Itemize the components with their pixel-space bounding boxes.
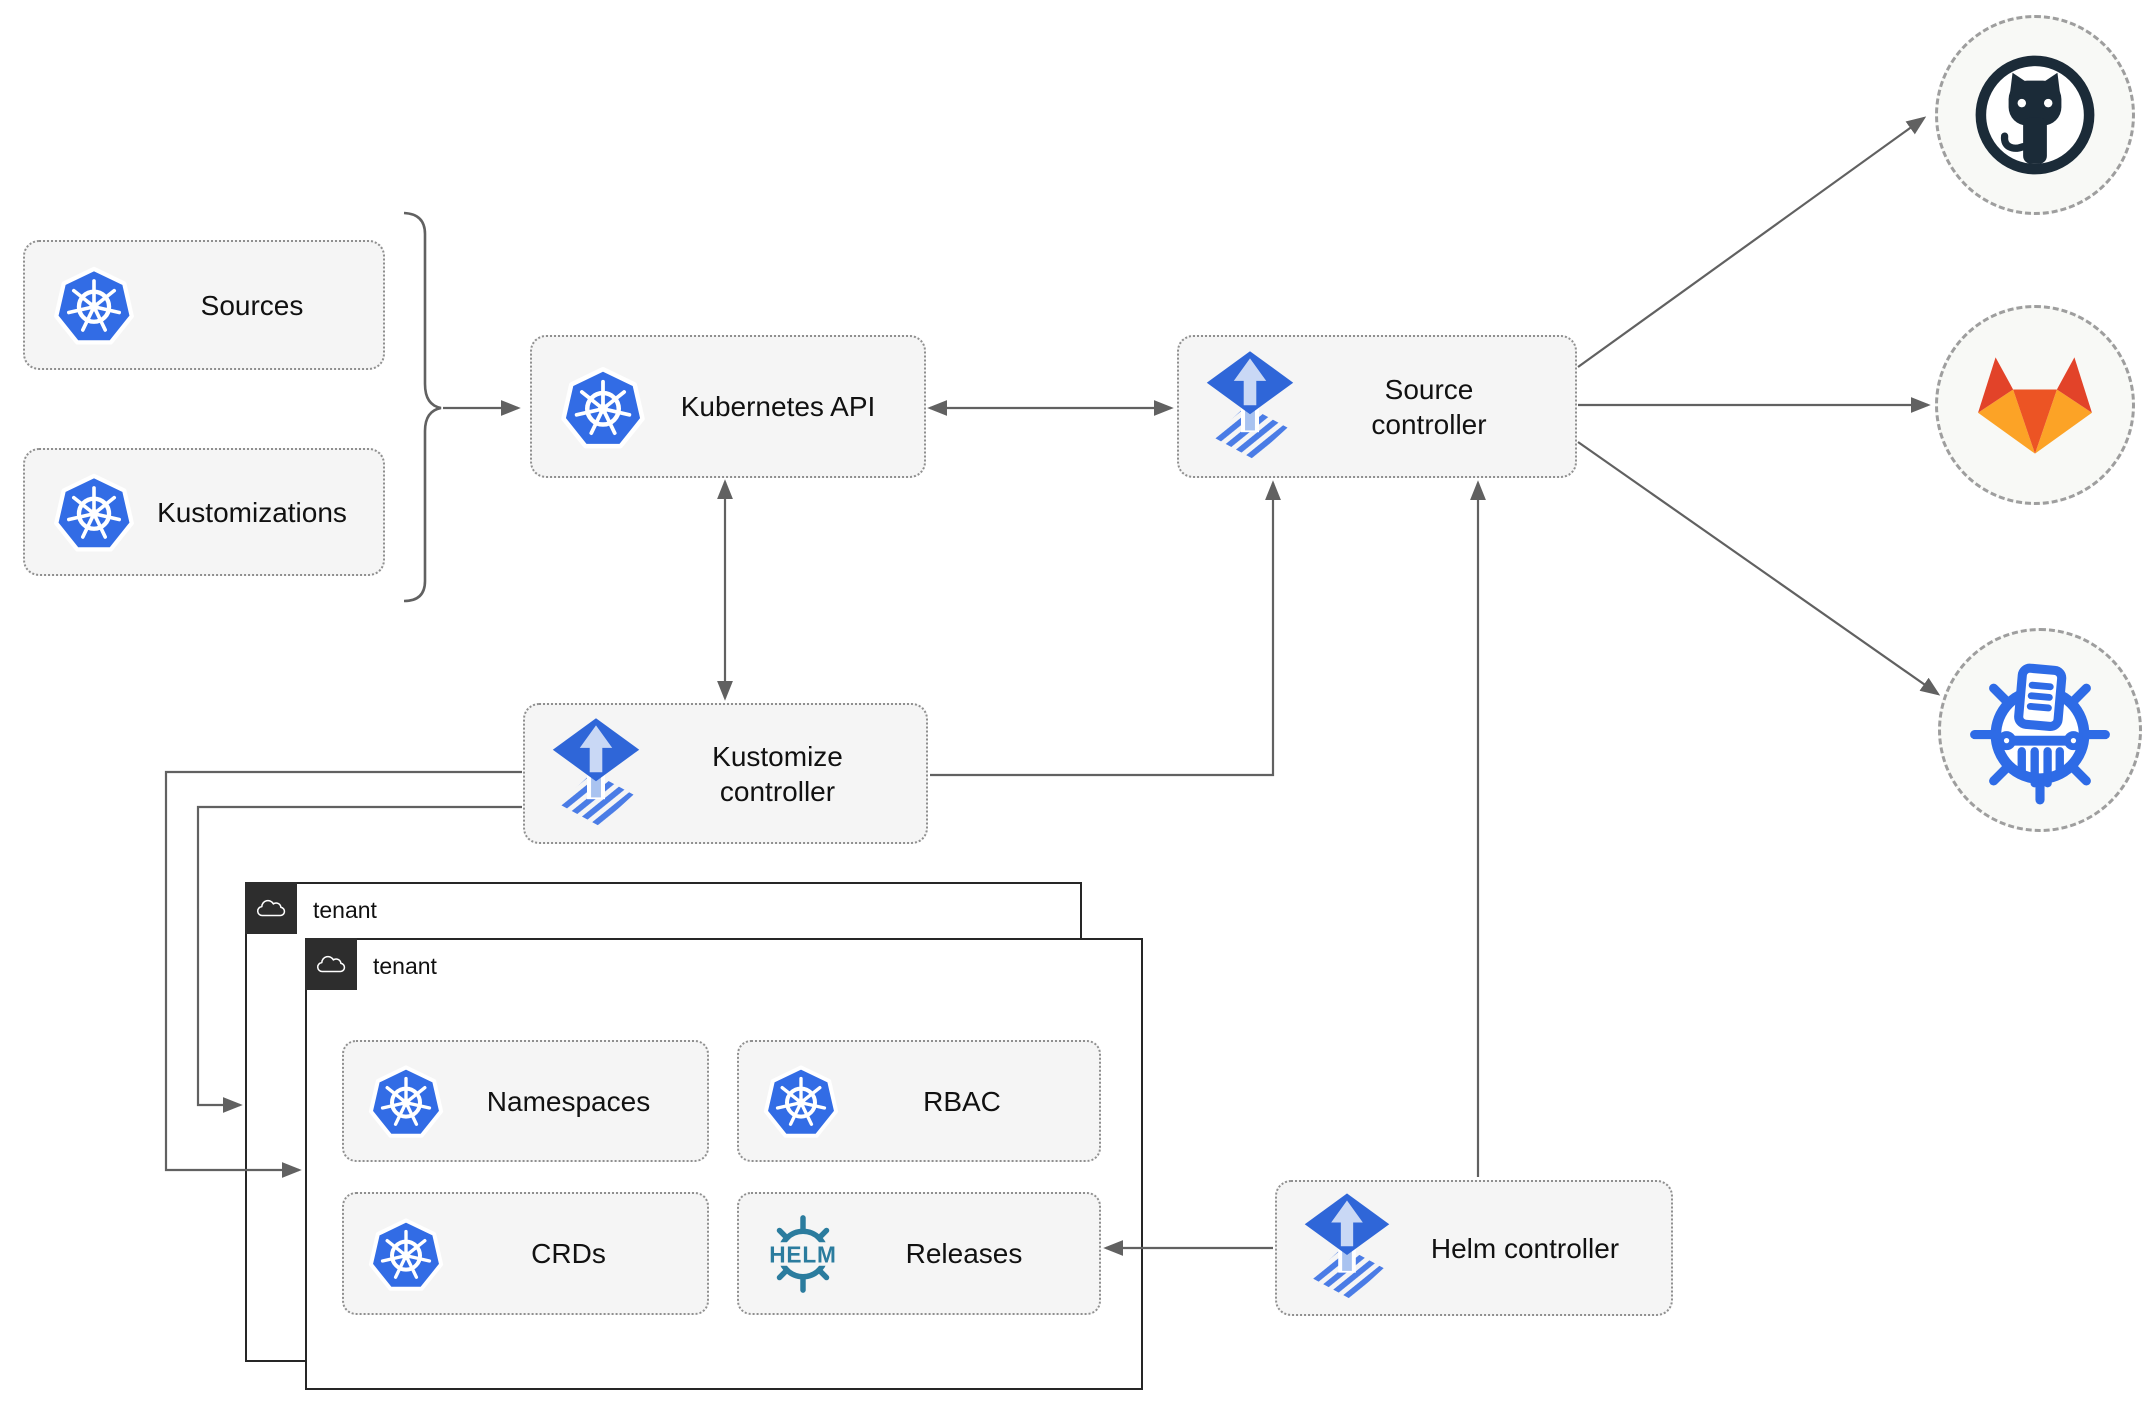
remote-gitlab xyxy=(1935,305,2135,505)
node-helm-controller: Helm controller xyxy=(1275,1180,1673,1316)
node-source-controller: Source controller xyxy=(1177,335,1577,478)
node-label: CRDs xyxy=(531,1238,606,1269)
cloud-icon xyxy=(254,897,288,919)
tenant-corner xyxy=(245,882,297,934)
node-kustomize-controller: Kustomize controller xyxy=(523,703,928,844)
node-kubernetes-api: Kubernetes API xyxy=(530,335,926,478)
github-icon xyxy=(1969,49,2101,181)
node-label: Source controller xyxy=(1371,373,1487,440)
node-releases: Releases xyxy=(737,1192,1101,1315)
node-label: Namespaces xyxy=(486,1085,651,1117)
node-namespaces: Namespaces xyxy=(342,1040,709,1162)
kubernetes-icon xyxy=(761,1061,841,1141)
manifest-shredder-icon xyxy=(1964,654,2116,806)
kubernetes-icon xyxy=(558,362,648,452)
node-kustomizations: Kustomizations xyxy=(23,448,385,576)
flux-icon xyxy=(551,718,641,830)
kubernetes-icon xyxy=(366,1061,446,1141)
node-label: Kubernetes API xyxy=(680,391,876,422)
tenant-label: tenant xyxy=(373,953,437,979)
edge-source-github xyxy=(1577,116,1927,368)
node-crds: CRDs xyxy=(342,1192,709,1315)
edge-brace xyxy=(403,211,442,603)
helm-icon xyxy=(761,1212,845,1296)
tenant-box-front: tenant xyxy=(305,938,1143,1390)
remote-manifest-registry xyxy=(1938,628,2142,832)
node-label: Kustomize controller xyxy=(712,740,843,807)
flux-icon xyxy=(1303,1193,1391,1303)
node-sources: Sources xyxy=(23,240,385,370)
tenant-corner xyxy=(305,938,357,990)
cloud-icon xyxy=(314,953,348,975)
kubernetes-icon xyxy=(51,469,137,555)
node-label: Sources xyxy=(200,289,304,321)
kubernetes-icon xyxy=(51,262,137,348)
remote-github xyxy=(1935,15,2135,215)
tenant-label: tenant xyxy=(313,897,377,923)
node-label: Helm controller xyxy=(1430,1232,1620,1264)
node-label: RBAC xyxy=(923,1085,1001,1117)
edge-kustomize-source xyxy=(930,480,1281,777)
node-label: Kustomizations xyxy=(157,496,347,528)
gitlab-icon xyxy=(1962,347,2108,464)
edge-source-registry xyxy=(1577,441,1941,696)
node-label: Releases xyxy=(905,1238,1023,1269)
node-rbac: RBAC xyxy=(737,1040,1101,1162)
kubernetes-icon xyxy=(366,1214,446,1294)
flux-icon xyxy=(1205,351,1295,463)
